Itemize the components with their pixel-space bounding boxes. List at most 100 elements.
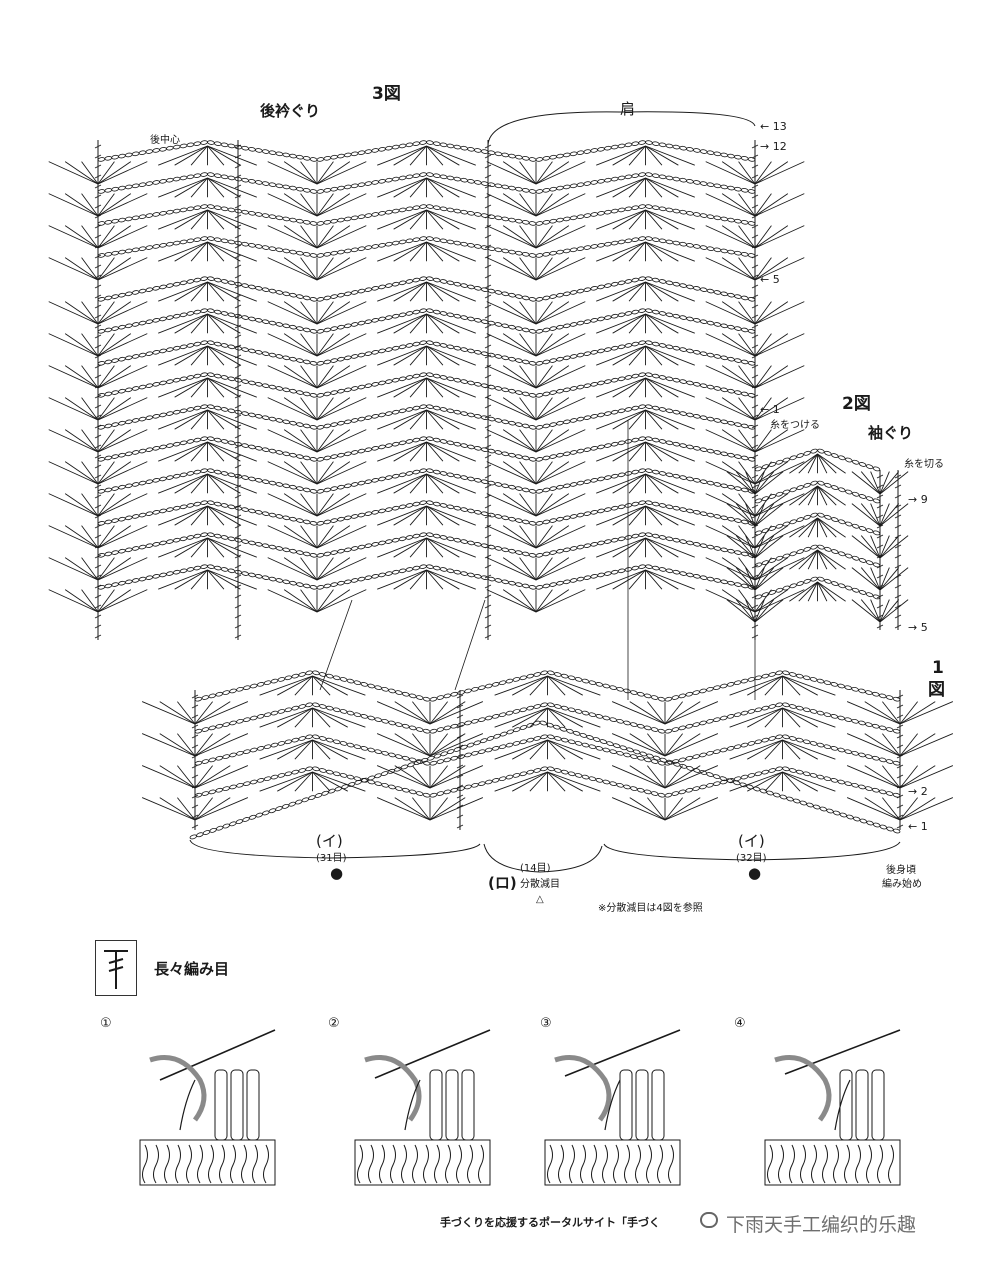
chain-stitch (623, 784, 631, 790)
chain-stitch (588, 744, 597, 750)
chain-stitch (388, 784, 396, 790)
chain-stitch (118, 324, 126, 330)
stitch-tick (234, 454, 242, 459)
stitch-tick (751, 394, 759, 399)
treble-stitch (426, 377, 460, 398)
chain-stitch (521, 327, 530, 333)
stitch-tick (94, 384, 102, 389)
treble-stitch (429, 765, 466, 789)
chain-stitch (360, 714, 369, 719)
stitch-tick (894, 474, 902, 479)
treble-stitch (754, 589, 805, 613)
chain-stitch (229, 720, 237, 726)
start-label: 編み始め (882, 879, 922, 890)
chain-stitch (436, 727, 445, 732)
treble-stitch (846, 797, 901, 821)
treble-stitch (547, 739, 601, 760)
chain-stitch (851, 718, 859, 724)
chain-stitch (831, 485, 839, 490)
chain-stitch (706, 150, 715, 155)
chain-stitch (378, 147, 386, 152)
treble-stitch (81, 365, 99, 389)
treble-stitch (789, 549, 818, 570)
treble-stitch (409, 537, 427, 558)
treble-stitch (535, 225, 586, 249)
chain-stitch (699, 383, 708, 388)
chain-stitch (255, 510, 263, 515)
chain-stitch (296, 486, 304, 491)
chain-stitch (526, 673, 534, 679)
chain-stitch (152, 542, 160, 547)
chain-stitch (309, 157, 318, 162)
chain-stitch (678, 725, 687, 731)
chain-stitch (385, 241, 393, 247)
chain-stitch (305, 766, 313, 772)
treble-stitch (745, 599, 756, 623)
chain-stitch (193, 565, 201, 571)
chain-stitch (138, 246, 147, 251)
chain-stitch (754, 707, 763, 713)
chain-stitch (104, 519, 113, 525)
chain-stitch (819, 806, 828, 812)
treble-stitch (429, 765, 484, 789)
chain-stitch (378, 348, 386, 354)
chain-stitch (229, 752, 237, 758)
treble-stitch (596, 537, 646, 558)
treble-stitch (316, 429, 334, 453)
treble-stitch (426, 313, 444, 334)
stitch-tick (191, 824, 199, 829)
chain-stitch (145, 245, 154, 250)
stitch-tick (751, 294, 759, 299)
chain-stitch (610, 144, 619, 150)
chain-stitch (296, 358, 304, 363)
chain-stitch (261, 575, 270, 580)
treble-stitch (899, 765, 954, 789)
treble-stitch (316, 257, 367, 281)
treble-stitch (194, 733, 231, 757)
treble-stitch (738, 257, 756, 281)
chain-stitch (872, 787, 880, 793)
stitch-tick (234, 314, 242, 319)
treble-stitch (535, 429, 586, 453)
chain-stitch (145, 479, 154, 484)
stitch-tick (484, 294, 492, 299)
chain-stitch (214, 501, 222, 507)
treble-stitch (283, 429, 318, 453)
chain-stitch (248, 572, 256, 578)
chain-stitch (539, 720, 548, 726)
treble-stitch (377, 145, 427, 166)
treble-stitch (735, 599, 756, 623)
stitch-tick (751, 334, 759, 339)
chain-stitch (145, 181, 154, 186)
treble-stitch (612, 145, 646, 166)
chain-stitch (97, 253, 106, 258)
chain-stitch (563, 547, 571, 553)
treble-stitch (97, 525, 148, 549)
fabric-stitch (811, 1144, 817, 1184)
chain-stitch (652, 277, 660, 283)
stitch-tick (484, 144, 492, 149)
chain-stitch (761, 592, 770, 598)
legend-title: 長々編み目 (154, 960, 230, 978)
chain-stitch (282, 184, 290, 190)
stitch-tick (484, 494, 492, 499)
chain-stitch (775, 766, 783, 772)
treble-stitch (316, 493, 334, 517)
treble-stitch (864, 797, 901, 821)
chain-stitch (179, 239, 188, 245)
chain-stitch (720, 248, 728, 254)
treble-stitch (97, 225, 115, 249)
chain-stitch (474, 286, 482, 291)
treble-stitch (782, 771, 836, 792)
treble-stitch (647, 797, 666, 821)
stitch-tick (234, 514, 242, 519)
chain-stitch (526, 705, 534, 711)
chain-stitch (471, 782, 479, 788)
chain-stitch (305, 670, 313, 676)
chain-stitch (604, 177, 612, 183)
chain-stitch (145, 575, 154, 580)
treble-stitch (267, 257, 318, 281)
chain-stitch (597, 211, 605, 216)
treble-stitch (141, 733, 196, 757)
chain-stitch (485, 715, 493, 721)
